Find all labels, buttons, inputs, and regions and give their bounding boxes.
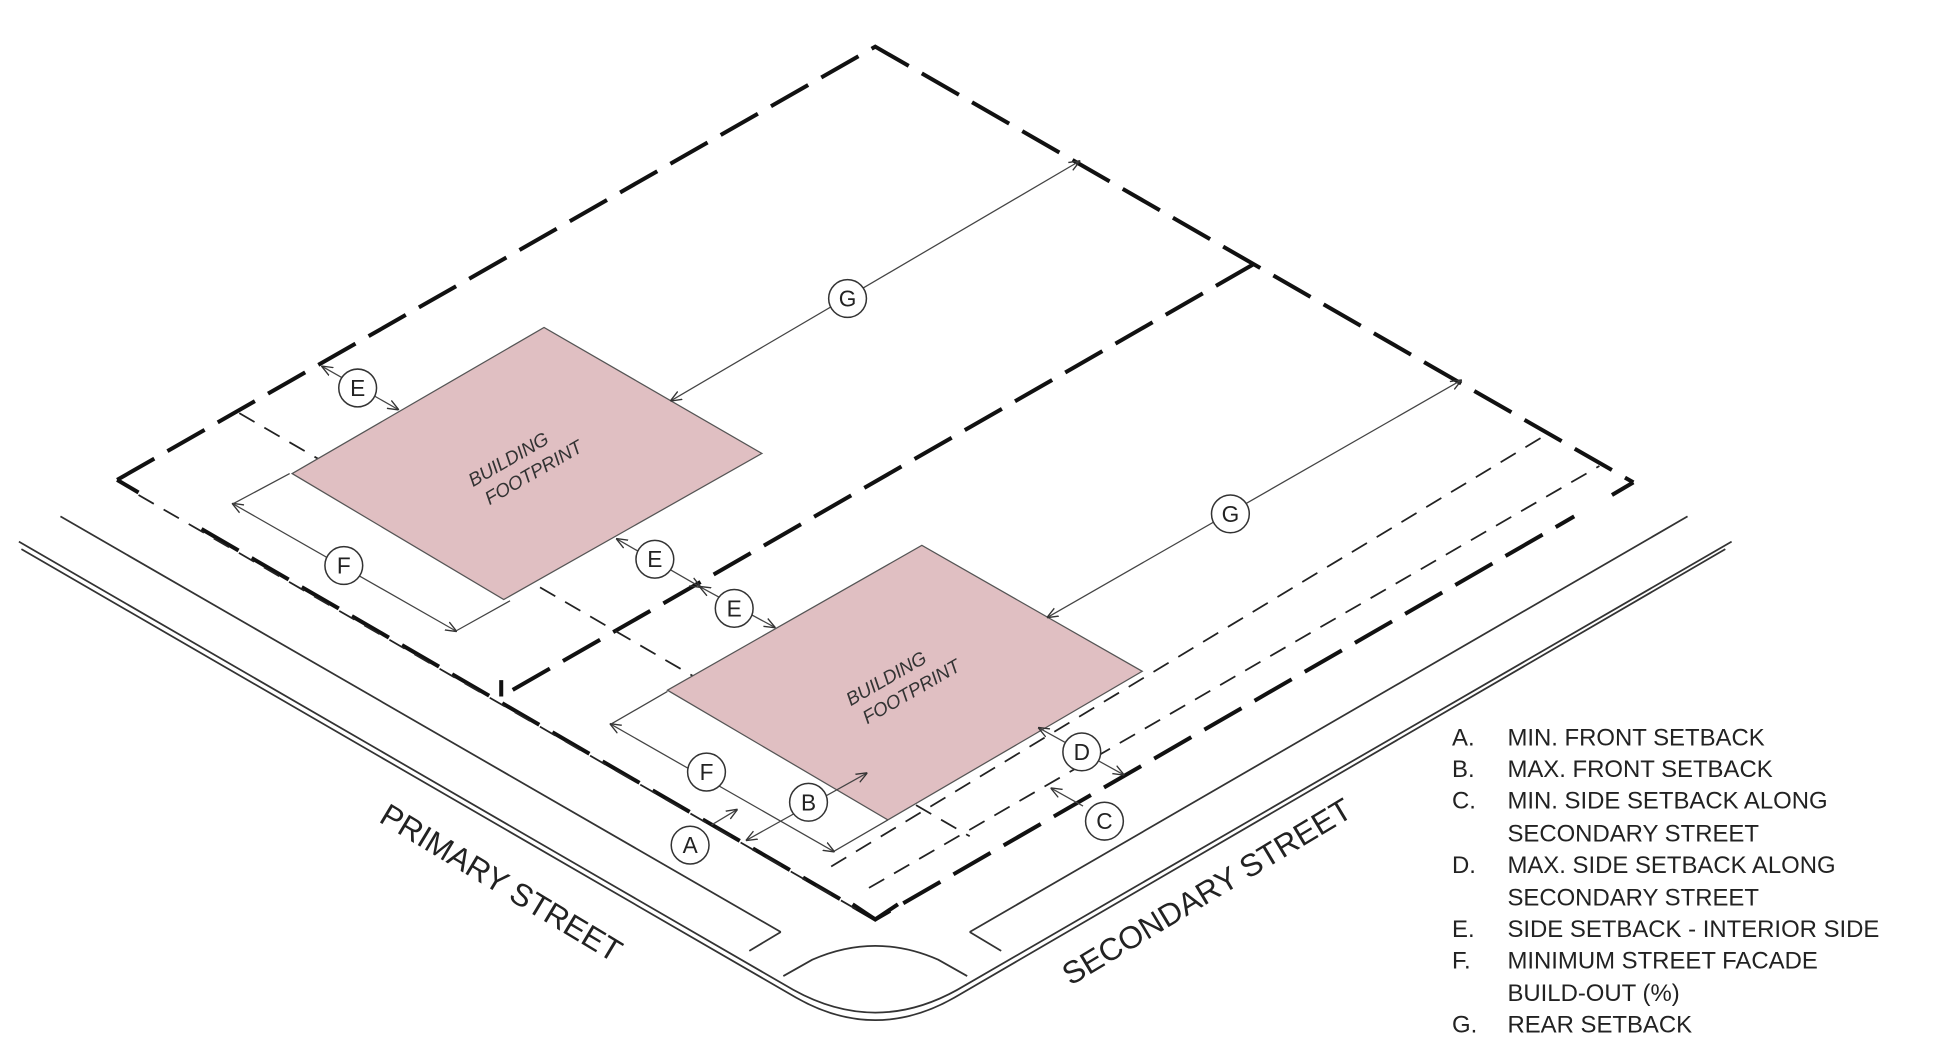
svg-text:F: F (337, 553, 351, 579)
marker-e-2: E (635, 539, 675, 579)
street-curbs (18, 515, 1733, 1022)
marker-e-1: E (338, 368, 378, 408)
lot-boundary (116, 44, 1635, 922)
svg-text:B.: B. (1452, 756, 1475, 783)
building-footprint-1 (290, 326, 764, 601)
legend: A. MIN. FRONT SETBACK B. MAX. FRONT SETB… (1452, 725, 1879, 1039)
svg-text:C.: C. (1452, 788, 1476, 815)
marker-a: A (670, 825, 710, 865)
primary-street-label: PRIMARY STREET (374, 797, 628, 969)
svg-text:A: A (683, 832, 699, 858)
svg-text:MAX. SIDE SETBACK ALONG: MAX. SIDE SETBACK ALONG (1507, 852, 1835, 879)
marker-g-2: G (1210, 494, 1251, 534)
svg-text:MINIMUM STREET FACADE: MINIMUM STREET FACADE (1507, 948, 1817, 975)
svg-text:REAR SETBACK: REAR SETBACK (1507, 1012, 1692, 1039)
marker-e-3: E (714, 588, 754, 628)
marker-d: D (1062, 732, 1102, 772)
svg-text:BUILD-OUT (%): BUILD-OUT (%) (1507, 980, 1679, 1007)
svg-text:E: E (647, 546, 662, 572)
svg-text:E: E (350, 375, 365, 401)
svg-text:SECONDARY STREET: SECONDARY STREET (1507, 885, 1759, 912)
marker-b: B (788, 782, 829, 822)
svg-text:D: D (1074, 739, 1090, 765)
svg-text:E: E (727, 595, 742, 621)
svg-text:F: F (700, 759, 714, 785)
marker-c: C (1084, 801, 1125, 841)
svg-text:D.: D. (1452, 852, 1476, 879)
svg-text:G: G (839, 286, 857, 312)
svg-text:SECONDARY STREET: SECONDARY STREET (1507, 820, 1759, 847)
svg-text:B: B (801, 789, 816, 815)
svg-text:E.: E. (1452, 916, 1475, 943)
marker-f-1: F (324, 545, 364, 586)
svg-text:G: G (1222, 501, 1240, 527)
svg-text:A.: A. (1452, 725, 1475, 752)
svg-text:MAX. FRONT SETBACK: MAX. FRONT SETBACK (1507, 756, 1772, 783)
marker-g-1: G (827, 278, 868, 319)
svg-text:C: C (1096, 808, 1112, 834)
svg-text:MIN. SIDE SETBACK ALONG: MIN. SIDE SETBACK ALONG (1507, 788, 1827, 815)
building-footprint-2 (666, 544, 1144, 821)
dimension-lines (233, 161, 1461, 851)
svg-text:F.: F. (1452, 948, 1471, 975)
svg-text:G.: G. (1452, 1012, 1477, 1039)
svg-text:SIDE SETBACK - INTERIOR SIDE: SIDE SETBACK - INTERIOR SIDE (1507, 916, 1879, 943)
marker-f-2: F (686, 752, 727, 792)
svg-text:MIN. FRONT SETBACK: MIN. FRONT SETBACK (1507, 725, 1764, 752)
